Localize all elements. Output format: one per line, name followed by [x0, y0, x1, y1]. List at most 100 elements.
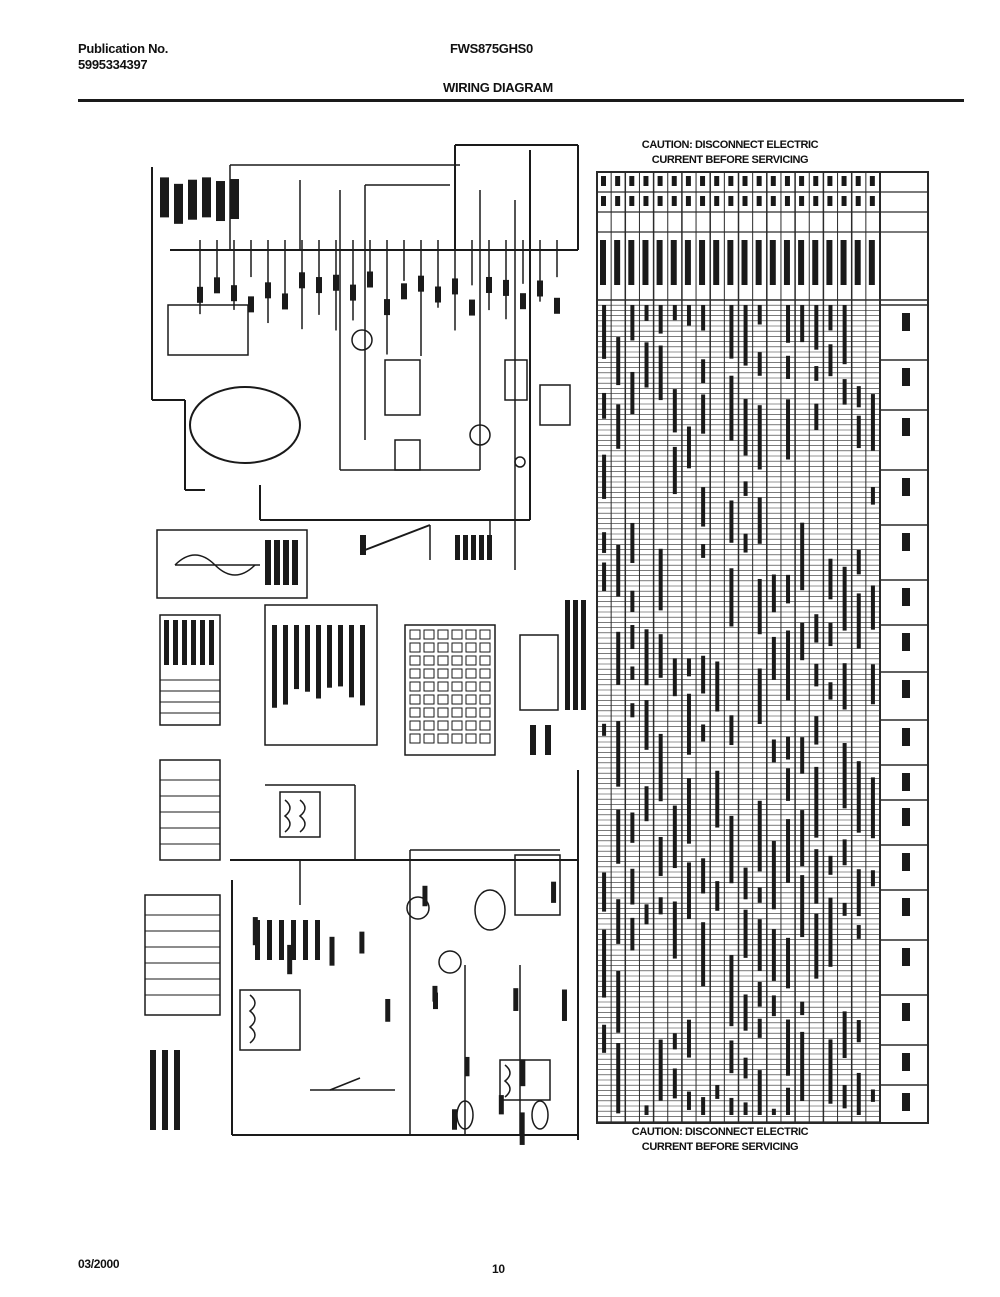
timer-contact-bar: [715, 881, 720, 911]
component-label: [513, 988, 519, 1011]
page-title: WIRING DIAGRAM: [443, 80, 553, 95]
circuit-label: [670, 240, 677, 285]
timer-contact-bar: [757, 497, 762, 544]
circuit-label: [741, 240, 748, 285]
circuit-label: [628, 240, 635, 285]
component-label: [452, 1109, 458, 1130]
terminal-id: [742, 176, 748, 186]
timer-contact-bar: [786, 819, 791, 883]
connector-pin: [479, 629, 491, 640]
terminal-id: [799, 176, 805, 186]
terminal-id: [657, 176, 663, 186]
symbol-label: [349, 625, 354, 698]
connector-pin: [451, 707, 463, 718]
timer-contact-bar: [630, 371, 635, 415]
connector-pin: [479, 733, 491, 744]
connector-pin: [465, 629, 477, 640]
timer-contact-bar: [842, 743, 847, 809]
timer-contact-bar: [870, 870, 875, 887]
terminal-label: [384, 299, 390, 316]
switch-label: [230, 179, 239, 220]
connector-pin: [465, 642, 477, 653]
timer-contact-bar: [856, 1072, 861, 1115]
timer-contact-bar: [814, 663, 819, 687]
connector-pin: [465, 668, 477, 679]
timer-contact-bar: [842, 1085, 847, 1109]
timer-contact-bar: [630, 522, 635, 563]
terminal-id: [615, 176, 621, 186]
note-label: [174, 1050, 180, 1130]
terminal-id: [685, 176, 691, 186]
timer-contact-bar: [630, 666, 635, 680]
timer-contact-bar: [686, 658, 691, 677]
selector-label: [573, 600, 578, 710]
timer-contact-bar: [701, 544, 706, 558]
selector-label: [565, 600, 570, 710]
terminal-id: [671, 176, 677, 186]
color-code-legend: [159, 614, 221, 726]
terminal-label: [452, 278, 458, 295]
component-label: [432, 992, 438, 1010]
terminal-label: [367, 271, 373, 288]
timer-contact-bar: [800, 737, 805, 774]
connector-pin: [437, 668, 449, 679]
timer-contact-bar: [630, 812, 635, 843]
component-label: [464, 1056, 470, 1077]
timer-contact-bar: [771, 840, 776, 910]
component-label: [360, 535, 366, 555]
color-code-label: [209, 620, 214, 665]
terminal-label: [520, 293, 526, 310]
circuit-label: [798, 240, 805, 285]
terminal-id: [869, 176, 875, 186]
terminal-id: [827, 196, 833, 206]
timer-contact-bar: [602, 1024, 607, 1053]
terminal-label: [333, 274, 339, 291]
terminal-id: [685, 196, 691, 206]
connector-pin: [465, 694, 477, 705]
connector-pin: [437, 694, 449, 705]
timer-contact-bar: [814, 766, 819, 838]
timer-contact-bar: [644, 700, 649, 750]
timer-contact-bar: [686, 426, 691, 469]
cycle-label: [902, 1003, 910, 1021]
timer-contact-bar: [828, 855, 833, 875]
timer-contact-bar: [757, 668, 762, 724]
timer-contact-bar: [757, 1070, 762, 1115]
interlock-box: [514, 854, 561, 916]
model-number: FWS875GHS0: [450, 41, 533, 56]
timer-contact-bar: [701, 359, 706, 384]
timer-contact-bar: [743, 1057, 748, 1079]
terminal-label: [486, 276, 492, 293]
circuit-label: [769, 240, 776, 285]
timer-contact-bar: [616, 544, 621, 597]
timer-contact-bar: [729, 955, 734, 1027]
timer-contact-bar: [616, 1042, 621, 1114]
terminal-id: [869, 196, 875, 206]
symbol-label: [272, 625, 277, 708]
timer-contact-bar: [856, 593, 861, 649]
timer-contact-bar: [842, 663, 847, 710]
terminal-id: [841, 176, 847, 186]
connector-pin: [451, 681, 463, 692]
timer-contact-bar: [658, 1039, 663, 1101]
timer-contact-bar: [828, 1039, 833, 1104]
timer-contact-bar: [729, 815, 734, 884]
timer-contact-bar: [786, 1019, 791, 1076]
cycle-label: [902, 680, 910, 698]
terminal-id: [657, 196, 663, 206]
timer-contact-bar: [771, 929, 776, 981]
timer-contact-bar: [856, 549, 861, 575]
timer-chart: [596, 171, 929, 1124]
connector-pin: [465, 681, 477, 692]
timer-contact-bar: [828, 558, 833, 600]
component-label: [545, 725, 551, 755]
timer-contact-bar: [743, 994, 748, 1031]
component-label: [455, 535, 460, 560]
circuit-label: [684, 240, 691, 285]
switch-label: [216, 181, 225, 222]
timer-contact-bar: [686, 1019, 691, 1058]
symbol-label: [294, 625, 299, 690]
connector-pin: [451, 720, 463, 731]
timer-contact-bar: [672, 1033, 677, 1050]
circuit-label: [812, 240, 819, 285]
